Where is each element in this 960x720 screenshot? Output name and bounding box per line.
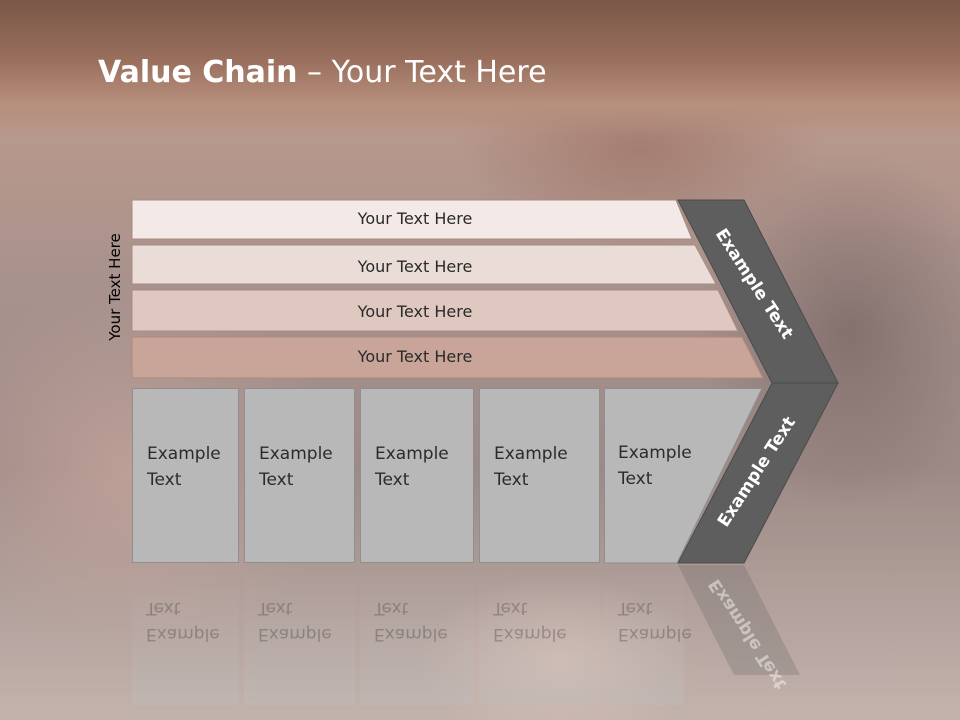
activity-box-3: Example Text bbox=[360, 388, 474, 563]
box-1-line1: Example bbox=[147, 444, 221, 464]
reflection-box-3: Example Text bbox=[360, 565, 474, 705]
reflection-5-line1: Example bbox=[618, 624, 692, 644]
title-rest: – Your Text Here bbox=[297, 55, 547, 90]
reflection-box-1: Example Text bbox=[132, 565, 239, 705]
box-5-line2: Text bbox=[618, 469, 653, 489]
box-4-line1: Example bbox=[494, 444, 568, 464]
row-1-shape bbox=[131, 199, 693, 240]
reflection-3-line1: Example bbox=[374, 624, 448, 644]
slide-title: Value Chain – Your Text Here bbox=[98, 55, 547, 90]
row-4-shape bbox=[131, 336, 764, 379]
box-4-line2: Text bbox=[494, 470, 529, 490]
reflection-4-line1: Example bbox=[493, 624, 567, 644]
chevron-lower bbox=[677, 382, 839, 564]
row-3-shape bbox=[131, 289, 739, 332]
reflection-4-line2: Text bbox=[493, 598, 528, 618]
activity-box-5-shape bbox=[604, 388, 763, 564]
row-4-label: Your Text Here bbox=[357, 347, 473, 366]
row-2-label: Your Text Here bbox=[357, 257, 473, 276]
box-2-line1: Example bbox=[259, 444, 333, 464]
activity-box-5: Example Text bbox=[604, 388, 692, 492]
row-3-label: Your Text Here bbox=[357, 302, 473, 321]
box-1-line2: Text bbox=[147, 470, 182, 490]
box-3-line2: Text bbox=[375, 470, 410, 490]
row-1-label: Your Text Here bbox=[357, 209, 473, 228]
reflection-box-2: Example Text bbox=[244, 565, 355, 705]
activity-box-1: Example Text bbox=[132, 388, 239, 563]
reflection-box-5: Example Text bbox=[604, 565, 692, 705]
reflection-5-line2: Text bbox=[618, 598, 653, 618]
chevron-reflection bbox=[678, 565, 800, 675]
row-2-shape bbox=[131, 244, 717, 285]
reflection-1-line2: Text bbox=[146, 598, 181, 618]
title-band bbox=[0, 0, 960, 135]
reflection-3-line2: Text bbox=[374, 598, 409, 618]
box-3-line1: Example bbox=[375, 444, 449, 464]
reflection-2-line1: Example bbox=[258, 624, 332, 644]
activity-box-2: Example Text bbox=[244, 388, 355, 563]
reflection-1-line1: Example bbox=[146, 624, 220, 644]
activity-box-4: Example Text bbox=[479, 388, 600, 563]
box-5-line1: Example bbox=[618, 443, 692, 463]
box-2-line2: Text bbox=[259, 470, 294, 490]
title-bold: Value Chain bbox=[98, 55, 298, 90]
reflection-box-4: Example Text bbox=[479, 565, 600, 705]
reflection-2-line2: Text bbox=[258, 598, 293, 618]
